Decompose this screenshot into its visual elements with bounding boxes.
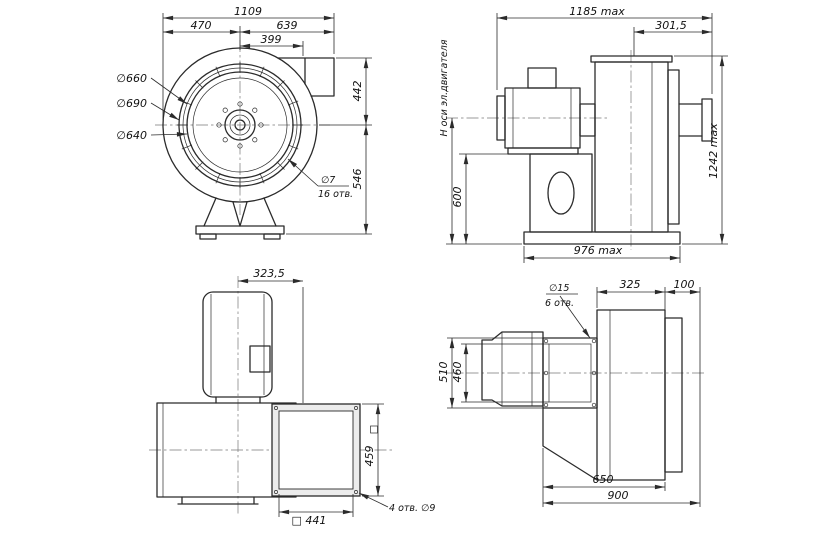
dim-inlet-bolt: 460 xyxy=(451,362,464,383)
pedestal-side xyxy=(523,153,681,245)
diameter-leaders xyxy=(150,77,349,187)
dim-flange-offset: 100 xyxy=(674,278,695,291)
note-inlet-holes-dia: ∅15 xyxy=(549,283,569,294)
front-extension-lines xyxy=(162,13,372,235)
dia-flange-label: ∅690 xyxy=(116,97,147,110)
note-inlet-holes-count: 6 отв. xyxy=(545,298,574,309)
housing-side xyxy=(590,55,713,233)
front-view: 1109 470 639 399 ∅660 ∅690 ∅640 442 546 … xyxy=(116,5,372,240)
dim-motor-offset: 323,5 xyxy=(253,267,285,280)
motor-plan xyxy=(202,291,273,404)
support-pedestal xyxy=(195,197,285,240)
motor-rear xyxy=(481,331,544,407)
outlet-duct xyxy=(277,57,335,97)
note-holes-dia: ∅7 xyxy=(321,175,335,186)
dim-housing-width: 301,5 xyxy=(655,19,687,32)
dim-total-width: 1109 xyxy=(234,5,262,18)
front-dimension-lines xyxy=(163,15,369,234)
plan-center-lines xyxy=(149,276,392,514)
dim-left-width: 470 xyxy=(191,19,212,32)
note-flange-holes: 4 отв. ∅9 xyxy=(389,503,435,514)
dim-total-width: 900 xyxy=(608,489,629,502)
dim-base-width: 650 xyxy=(593,473,614,486)
rear-dimension-lines xyxy=(449,289,700,506)
plan-dimension-lines xyxy=(238,278,389,515)
dim-base-length: 976 max xyxy=(574,244,623,257)
side-dimension-lines xyxy=(449,15,725,261)
dim-right-width: 639 xyxy=(277,19,298,32)
dim-outlet-width: 399 xyxy=(261,33,282,46)
motor-side xyxy=(496,67,596,155)
dim-outlet-flange-width: 459 xyxy=(363,446,376,467)
housing-rear xyxy=(542,309,683,481)
side-center-lines xyxy=(446,50,632,250)
dim-housing-depth: 325 xyxy=(620,278,641,291)
dim-height-bottom: 546 xyxy=(351,169,364,190)
dim-height-top: 442 xyxy=(351,81,364,102)
front-center-lines xyxy=(155,40,330,215)
dim-inlet-outer: 510 xyxy=(437,362,450,383)
outlet-flange-plan xyxy=(271,403,361,497)
plan-view: 323,5 459 □ 441 4 отв. ∅9 xyxy=(149,267,435,527)
side-extension-lines xyxy=(446,13,728,263)
rear-extension-lines xyxy=(447,287,701,507)
dia-inlet-label: ∅640 xyxy=(116,129,147,142)
note-holes-count: 16 отв. xyxy=(318,189,353,200)
dia-bolt-circle-label: ∅660 xyxy=(116,72,147,85)
dim-length-max: 1185 max xyxy=(569,5,625,18)
rear-view: ∅15 6 отв. 325 100 510 460 650 900 xyxy=(437,278,706,507)
dim-outlet-square: □ 441 xyxy=(292,514,327,527)
hub-bolt-holes xyxy=(216,101,264,149)
side-view: 1185 max 301,5 Н оси эл.двигателя 600 97… xyxy=(439,5,728,263)
dim-height-max: 1242 max xyxy=(707,123,720,179)
dim-pedestal-height: 600 xyxy=(451,187,464,208)
label-motor-axis-height: Н оси эл.двигателя xyxy=(439,39,450,136)
